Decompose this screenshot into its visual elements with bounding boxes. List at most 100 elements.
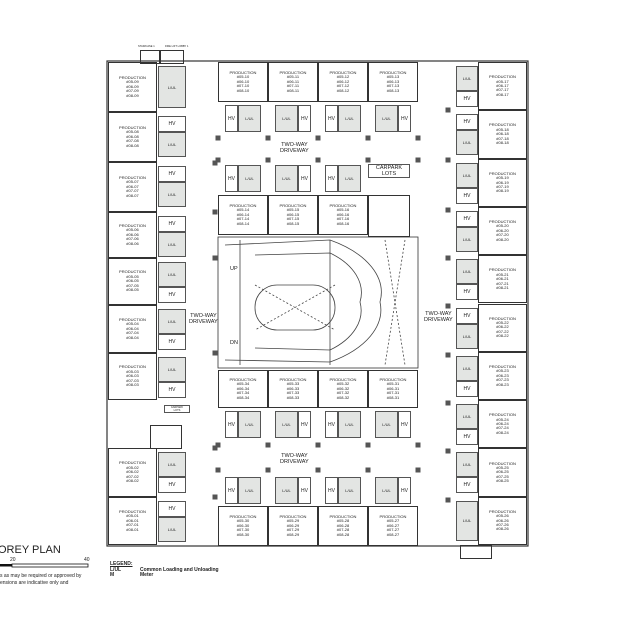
unit-number: #08-14	[236, 220, 250, 226]
fire-lift-lobby-label: FIRE LIFT LOBBY 1	[165, 45, 189, 48]
bay-label: L/UL	[167, 84, 177, 90]
unit-number: #08-33	[286, 394, 300, 400]
bay-label: HV	[228, 115, 235, 122]
loading-bay: L/UL	[158, 182, 186, 207]
unit-number: #05-22	[496, 320, 509, 326]
unit-number: #08-07	[126, 192, 139, 198]
unit-number: #07-15	[286, 216, 300, 222]
production-unit: PRODUCTION#05-21#06-21#07-21#08-21	[478, 255, 527, 304]
unit-number: #08-04	[126, 334, 139, 340]
unit-number: #08-09	[126, 92, 139, 98]
production-unit: PRODUCTION#05-20#06-20#07-20#08-20	[478, 206, 527, 256]
unit-number: #08-08	[126, 142, 139, 148]
loading-bay: L/UL	[456, 130, 478, 156]
note-line-1: s as may be required or approved by	[0, 573, 82, 579]
unit-number: #05-30	[236, 518, 250, 524]
bay-label: L/UL	[382, 488, 391, 493]
unit-number: #08-10	[236, 87, 250, 93]
unit-number: #07-21	[496, 280, 509, 286]
structural-column	[365, 135, 371, 141]
unit-number: #07-03	[126, 377, 139, 383]
unit-number: #06-27	[386, 522, 400, 528]
structural-column	[365, 442, 371, 448]
hv-bay: HV	[398, 105, 411, 132]
loading-bay: L/UL	[375, 411, 398, 438]
unit-number: #05-24	[496, 416, 509, 422]
bay-label: HV	[168, 171, 176, 177]
unit-number: #08-12	[336, 87, 350, 93]
structural-column	[315, 442, 321, 448]
structural-column	[365, 157, 371, 163]
hv-bay: HV	[158, 287, 186, 303]
carpark-line1: CARPARK	[375, 165, 403, 171]
loading-bay: L/UL	[338, 477, 361, 504]
bay-label: HV	[463, 119, 471, 126]
loading-bay: L/UL	[456, 452, 478, 478]
bay-label: L/UL	[167, 142, 177, 147]
unit-number: #08-26	[496, 526, 509, 532]
unit-number: #06-17	[496, 82, 509, 88]
bay-label: HV	[168, 339, 176, 345]
unit-title: PRODUCTION	[279, 376, 307, 382]
unit-title: PRODUCTION	[329, 69, 357, 75]
unit-number: #05-12	[336, 74, 350, 80]
unit-number: #07-29	[286, 527, 300, 533]
production-unit: PRODUCTION#05-09#06-09#07-09#08-09	[108, 62, 157, 112]
production-unit: PRODUCTION#05-33#06-33#07-33#08-33	[268, 370, 318, 408]
unit-number: #07-16	[336, 216, 350, 222]
loading-bay: L/UL	[238, 165, 261, 192]
bay-label: HV	[328, 175, 335, 182]
structural-column	[215, 467, 221, 473]
bay-label: HV	[463, 385, 471, 392]
unit-number: #07-32	[336, 390, 350, 396]
unit-number: #06-31	[386, 385, 400, 391]
unit-title: PRODUCTION	[489, 170, 516, 176]
legend-desc: Meter	[140, 572, 154, 578]
production-unit: PRODUCTION#05-26#06-26#07-26#08-26	[478, 496, 527, 545]
production-unit: PRODUCTION#05-32#06-32#07-32#08-32	[318, 370, 368, 408]
unit-number: #05-27	[386, 518, 400, 524]
production-unit: PRODUCTION#05-22#06-22#07-22#08-22	[478, 303, 527, 352]
structural-column	[215, 157, 221, 163]
production-unit: PRODUCTION#05-23#06-23#07-23#08-23	[478, 351, 527, 401]
bay-label: HV	[168, 387, 176, 393]
structural-column	[212, 160, 218, 166]
bay-label: L/UL	[382, 116, 391, 121]
unit-number: #08-23	[496, 381, 509, 387]
unit-number: #07-14	[236, 216, 250, 222]
unit-number: #07-33	[286, 390, 300, 396]
hv-bay: HV	[158, 116, 186, 132]
structural-column	[265, 442, 271, 448]
unit-title: PRODUCTION	[489, 74, 516, 80]
production-unit: PRODUCTION#05-13#06-13#07-13#08-13	[368, 62, 418, 102]
unit-number: #07-10	[236, 83, 250, 89]
legend-key: M	[110, 572, 115, 578]
production-unit: PRODUCTION#05-05#06-05#07-05#08-05	[108, 258, 157, 305]
unit-title: PRODUCTION	[119, 269, 146, 275]
hv-bay: HV	[456, 210, 478, 227]
unit-number: #07-27	[386, 527, 400, 533]
hv-bay: HV	[456, 477, 478, 494]
production-unit: PRODUCTION#05-12#06-12#07-12#08-12	[318, 62, 368, 102]
unit-number: #08-22	[496, 333, 509, 339]
legend-row: M Meter	[110, 572, 219, 579]
unit-number: #05-33	[286, 381, 300, 387]
bay-label: L/UL	[345, 422, 354, 427]
structural-column	[212, 494, 218, 500]
bay-label: L/UL	[282, 422, 291, 427]
unit-title: PRODUCTION	[119, 174, 146, 180]
legend-key: L/UL	[110, 566, 122, 573]
unit-number: #06-05	[126, 278, 139, 284]
structural-column	[265, 467, 271, 473]
structural-column	[415, 442, 421, 448]
unit-number: #05-06	[126, 227, 139, 233]
bay-label: HV	[401, 421, 408, 428]
note-line-2: ensions are indicative only and	[0, 580, 69, 586]
unit-number: #08-29	[286, 531, 300, 537]
hv-bay: HV	[158, 334, 186, 350]
unit-number: #08-11	[286, 87, 300, 93]
loading-bay: L/UL	[238, 477, 261, 504]
hv-bay: HV	[225, 411, 238, 438]
unit-number: #07-20	[496, 232, 509, 238]
